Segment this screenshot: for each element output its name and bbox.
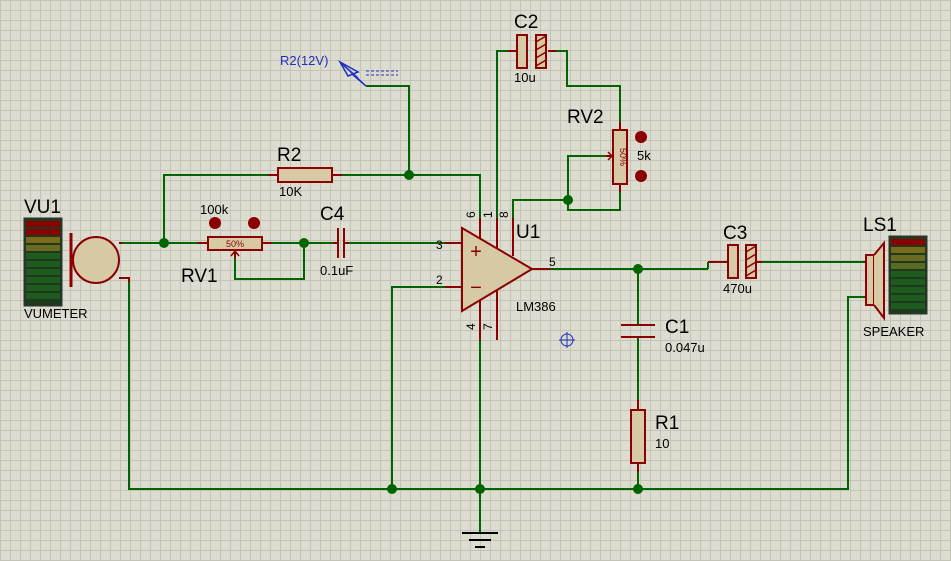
wires [120, 50, 865, 533]
u1-amplifier[interactable]: + − [445, 218, 550, 340]
wire-c2-rv2[interactable] [549, 50, 621, 133]
wire-rv1-wiper[interactable] [234, 243, 305, 280]
wire-pin2[interactable] [391, 286, 462, 489]
u1-pin-3: 3 [436, 238, 443, 252]
origin-marker-icon [559, 332, 575, 348]
wire-r2-to-u1[interactable] [332, 174, 481, 228]
wire-ground-rail[interactable] [128, 280, 865, 490]
ls1-ref: LS1 [863, 215, 897, 236]
rv2-ref: RV2 [567, 107, 604, 128]
rv1-decrement-icon [209, 217, 221, 229]
r1-value: 10 [655, 436, 669, 451]
rv1-wiper: 50% [226, 239, 244, 249]
c2-value: 10u [514, 70, 536, 85]
supply-net-label[interactable] [338, 60, 398, 87]
u1-pin-8: 8 [497, 211, 511, 218]
c3-ref: C3 [723, 223, 747, 244]
c4-value: 0.1uF [320, 263, 353, 278]
junction-dot [475, 484, 485, 494]
junction-dot [404, 170, 414, 180]
vu1-value: VUMETER [24, 306, 88, 321]
wire-supply[interactable] [366, 85, 410, 175]
rv2-value: 5k [637, 148, 651, 163]
u1-pin-1: 1 [481, 211, 495, 218]
u1-plus-sign: + [470, 241, 482, 263]
c2-capacitor[interactable] [508, 34, 556, 69]
rv2-potentiometer[interactable]: 50% [606, 122, 647, 192]
r2-ref: R2 [277, 145, 301, 166]
junction-dot [299, 238, 309, 248]
rv1-value: 100k [200, 202, 229, 217]
c3-capacitor[interactable] [707, 244, 762, 279]
c1-capacitor[interactable] [621, 324, 655, 338]
rv1-increment-icon [248, 217, 260, 229]
c1-value: 0.047u [665, 340, 705, 355]
junction-dot [633, 484, 643, 494]
vu1-ref: VU1 [24, 197, 61, 218]
junction-dot [563, 195, 573, 205]
u1-pin-7: 7 [481, 323, 495, 330]
ground-icon [462, 532, 498, 548]
c4-capacitor[interactable] [333, 228, 349, 258]
junction-dot [159, 238, 169, 248]
rv1-potentiometer[interactable]: 50% [198, 217, 272, 258]
junction-dot [387, 484, 397, 494]
junctions [159, 170, 643, 494]
rv2-decrement-icon [635, 170, 647, 182]
r1-resistor[interactable] [630, 400, 646, 472]
u1-pin-2: 2 [436, 273, 443, 287]
wire-r2-rail[interactable] [163, 174, 278, 243]
rv2-increment-icon [635, 131, 647, 143]
u1-minus-sign: − [470, 277, 482, 299]
ls1-speaker[interactable] [864, 235, 928, 321]
c3-value: 470u [723, 281, 752, 296]
u1-pin-5: 5 [549, 255, 556, 269]
supply-label: R2(12V) [280, 53, 328, 68]
rv1-ref: RV1 [181, 266, 218, 287]
r2-resistor[interactable] [268, 167, 342, 183]
c2-ref: C2 [514, 12, 538, 33]
ls1-value: SPEAKER [863, 324, 924, 339]
c4-ref: C4 [320, 204, 345, 225]
u1-pin-6: 6 [464, 211, 478, 218]
wire-rv2-wiper[interactable] [567, 155, 606, 200]
rv2-wiper: 50% [618, 148, 628, 166]
junction-dot [633, 264, 643, 274]
c1-ref: C1 [665, 317, 689, 338]
vu1-vumeter[interactable] [23, 217, 130, 307]
u1-ref: U1 [516, 222, 540, 243]
u1-value: LM386 [516, 299, 556, 314]
u1-pin-4: 4 [464, 323, 478, 330]
r2-value: 10K [279, 184, 302, 199]
r1-ref: R1 [655, 413, 679, 434]
